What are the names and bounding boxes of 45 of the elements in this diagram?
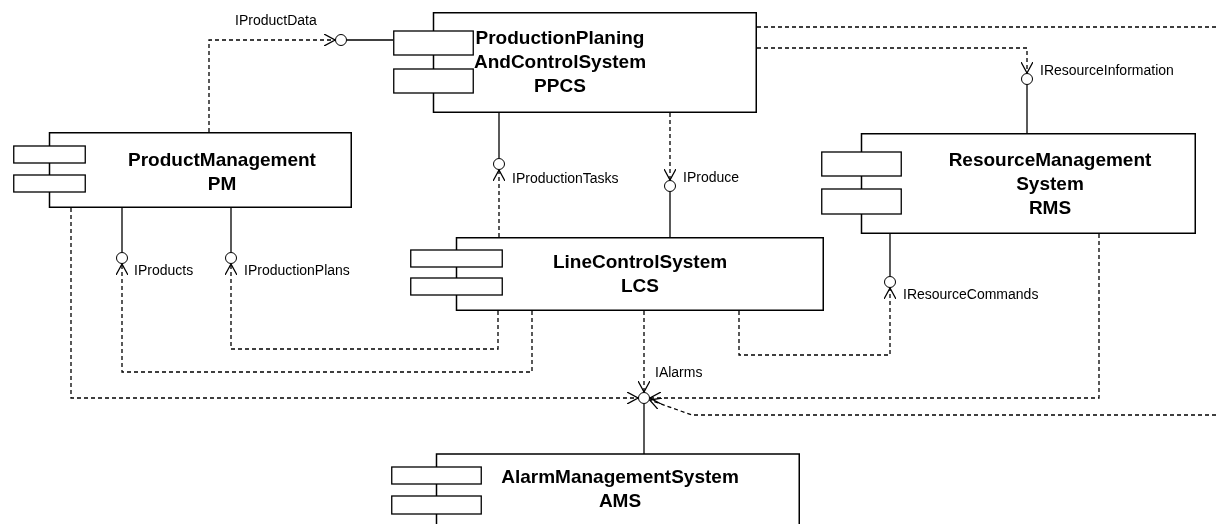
dependency-arrow bbox=[492, 169, 506, 238]
component-box bbox=[393, 12, 757, 113]
interface-circle bbox=[335, 34, 347, 46]
interface-label: IProducts bbox=[134, 261, 194, 279]
dependency-arrow bbox=[224, 263, 499, 350]
interface-connector bbox=[643, 403, 645, 455]
component-name: LineControlSystem LCS bbox=[552, 250, 728, 298]
dependency-arrow bbox=[70, 207, 639, 405]
interface-circle bbox=[638, 392, 650, 404]
interface-label: IResourceCommands bbox=[903, 285, 1039, 303]
interface-circle bbox=[1021, 73, 1033, 85]
interface-circle bbox=[225, 252, 237, 264]
interface-label: IProductionTasks bbox=[512, 169, 619, 187]
dependency-arrow bbox=[649, 397, 1216, 416]
component-name: ProductManagement PM bbox=[128, 148, 316, 196]
interface-circle bbox=[884, 276, 896, 288]
interface-connector bbox=[669, 191, 671, 238]
component-box bbox=[410, 237, 824, 311]
dependency-arrow bbox=[637, 310, 651, 393]
interface-label: IProductData bbox=[235, 11, 317, 29]
dependency-arrow bbox=[115, 263, 533, 373]
interface-connector bbox=[230, 207, 232, 253]
dependency-arrow bbox=[649, 233, 1100, 405]
component-name: AlarmManagementSystem AMS bbox=[501, 465, 739, 513]
interface-circle bbox=[116, 252, 128, 264]
interface-label: IAlarms bbox=[655, 363, 703, 381]
interface-label: IResourceInformation bbox=[1040, 61, 1174, 79]
component-name: ProductionPlaning AndControlSystem PPCS bbox=[473, 26, 647, 98]
interface-connector bbox=[121, 207, 123, 253]
interface-connector bbox=[346, 39, 394, 41]
dependency-arrow bbox=[738, 287, 897, 356]
interface-circle bbox=[493, 158, 505, 170]
component-box bbox=[391, 454, 800, 524]
dependency-arrow bbox=[208, 33, 336, 133]
interface-connector bbox=[498, 112, 500, 159]
component-box bbox=[821, 133, 1196, 234]
component-name: ResourceManagement System RMS bbox=[948, 148, 1152, 220]
dependency-arrow bbox=[756, 47, 1034, 74]
interface-label: IProductionPlans bbox=[244, 261, 350, 279]
interface-label: IProduce bbox=[683, 168, 740, 186]
interface-connector bbox=[889, 233, 891, 277]
interface-connector bbox=[1026, 84, 1028, 134]
component-box bbox=[13, 132, 352, 208]
dependency-arrow bbox=[663, 112, 677, 181]
interface-circle bbox=[664, 180, 676, 192]
